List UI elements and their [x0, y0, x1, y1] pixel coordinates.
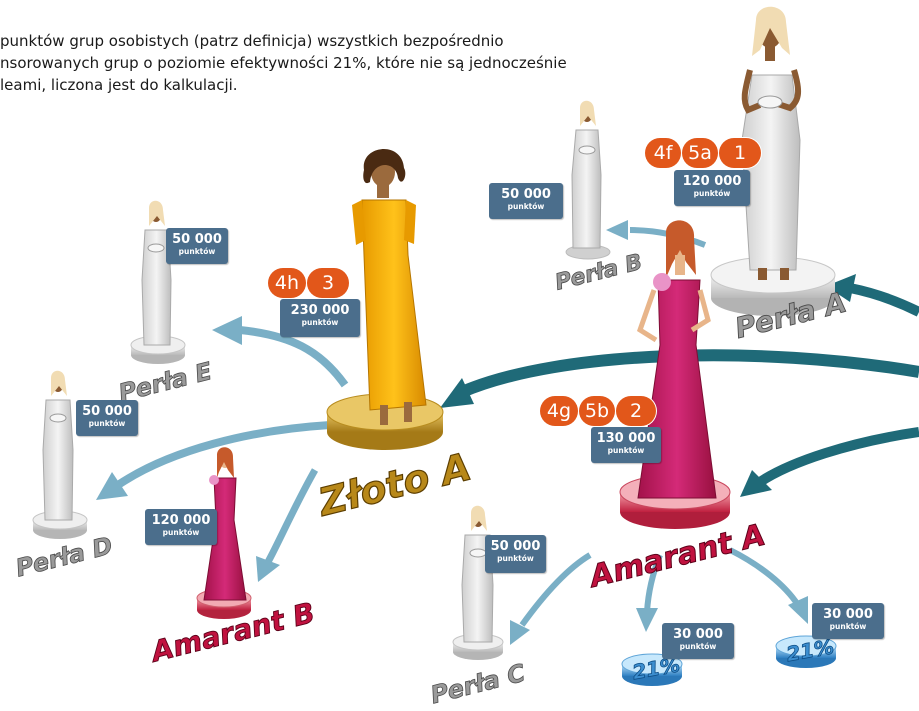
badge-perla-a-2: 5a — [682, 138, 718, 168]
figure-perla-c — [461, 505, 494, 643]
points-amarant-a: 130 000 punktów — [591, 427, 661, 463]
points-perla-d: 50 000 punktów — [76, 400, 138, 436]
arrow-head — [788, 596, 808, 624]
figure-perla-a — [741, 6, 802, 280]
pedestal-perla-a — [710, 256, 836, 316]
intro-line: leami, liczona jest do kalkulacji. — [0, 76, 238, 94]
arrow-head — [440, 378, 474, 408]
arrow-head — [826, 274, 856, 302]
badge-zloto-a-2: 3 — [307, 268, 349, 298]
arrow-head — [606, 220, 628, 240]
arrow-to-perla-a — [849, 283, 919, 317]
badge-amarant-a-1: 4g — [540, 396, 578, 426]
intro-line: nsorowanych grup o poziomie efektywności… — [0, 54, 567, 72]
arrow-head — [96, 472, 128, 500]
label-perla-c: Perła C — [428, 659, 529, 710]
arrow-amarant-a-to-group-2 — [728, 547, 801, 607]
arrow-head — [212, 316, 242, 345]
points-zloto-a: 230 000 punktów — [280, 299, 360, 337]
badge-amarant-a-3: 2 — [616, 396, 656, 426]
arrow-to-amarant-a — [757, 427, 919, 487]
badge-perla-a-1: 4f — [645, 138, 681, 168]
arrow-zloto-to-perla-d — [115, 421, 331, 489]
label-zloto-a: Złoto A — [313, 444, 475, 524]
points-group-1: 30 000 punktów — [662, 623, 734, 659]
arrow-head — [510, 620, 530, 645]
arrow-zloto-to-perla-e — [239, 326, 349, 388]
arrow-amarant-a-to-group-1 — [644, 553, 663, 613]
badge-perla-a-3: 1 — [719, 138, 761, 168]
arrow-zloto-to-amarant-b — [264, 468, 319, 564]
arrow-head — [636, 608, 658, 632]
points-perla-b: 50 000 punktów — [489, 183, 563, 219]
figure-zloto-a — [352, 149, 427, 425]
points-perla-c: 50 000 punktów — [485, 535, 546, 573]
points-perla-e: 50 000 punktów — [166, 228, 228, 264]
arrow-amarant-a-to-perla-c — [519, 552, 592, 627]
arrow-head — [256, 556, 280, 582]
arrows — [96, 220, 919, 645]
badge-zloto-a-1: 4h — [268, 268, 306, 298]
figure-perla-e — [141, 200, 172, 346]
intro-text: punktów grup osobistych (patrz definicja… — [0, 30, 660, 96]
points-perla-a: 120 000 punktów — [674, 170, 750, 206]
figure-perla-d — [42, 370, 74, 521]
arrow-head — [740, 470, 772, 497]
points-amarant-b: 120 000 punktów — [145, 509, 217, 545]
intro-line: punktów grup osobistych (patrz definicja… — [0, 32, 504, 50]
disc-group-1 — [621, 653, 683, 686]
label-amarant-a: Amarant A — [585, 518, 769, 596]
label-perla-d: Perła D — [13, 531, 115, 582]
points-group-2: 30 000 punktów — [812, 603, 884, 639]
badge-amarant-a-2: 5b — [579, 396, 615, 426]
disc-group-2 — [775, 635, 837, 668]
figure-perla-b — [571, 100, 602, 249]
